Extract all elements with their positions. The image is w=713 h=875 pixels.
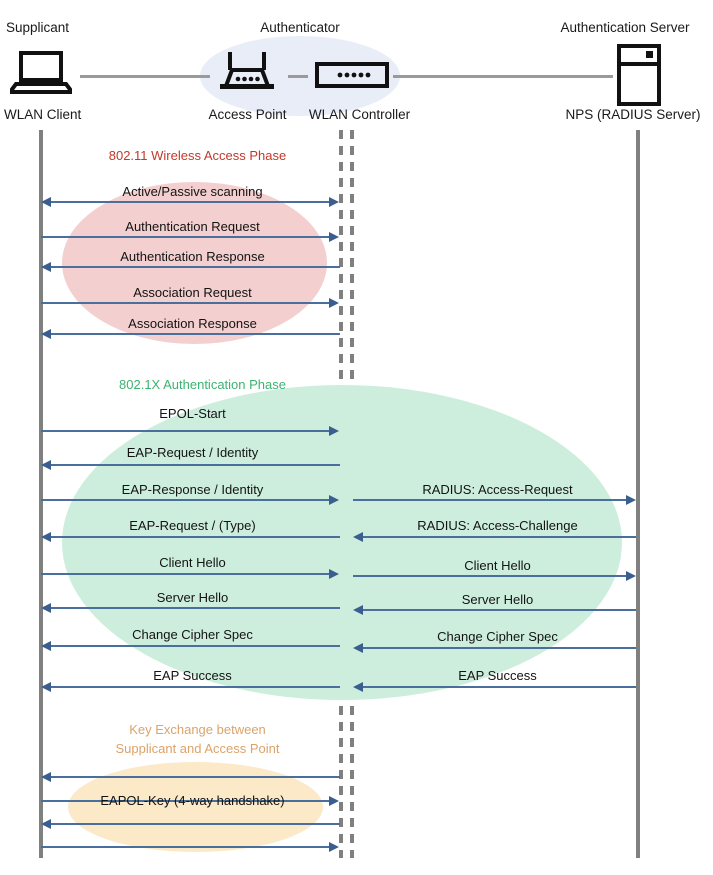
arrowhead-left-radius-access-challenge [353, 532, 363, 542]
message-line-client-hello-right [353, 575, 627, 577]
message-line-authentication-response [48, 266, 340, 268]
laptop-icon [10, 51, 72, 94]
message-line-eap-success-left [48, 686, 340, 688]
message-label-eap-request-type: EAP-Request / (Type) [129, 518, 256, 533]
message-label-radius-access-request: RADIUS: Access-Request [422, 482, 573, 497]
wire-client-to-ap [80, 75, 210, 78]
message-label-association-request: Association Request [133, 285, 252, 300]
arrowhead-right-authentication-request [329, 232, 339, 242]
arrowhead-right-key-exchange-4 [329, 842, 339, 852]
message-label-active-passive-scanning: Active/Passive scanning [122, 184, 263, 199]
message-label-eap-success-right: EAP Success [458, 668, 537, 683]
node-label-wlan-controller: WLAN Controller [308, 107, 411, 122]
message-line-key-exchange-1 [48, 776, 340, 778]
message-line-change-cipher-spec-right [360, 647, 636, 649]
role-title-authenticator: Authenticator [260, 20, 340, 35]
phase-title-key-exchange-line1: Key Exchange between [129, 722, 266, 737]
message-line-server-hello-left [48, 607, 340, 609]
arrowhead-right-key-exchange-2 [329, 796, 339, 806]
message-line-server-hello-right [360, 609, 636, 611]
message-line-key-exchange-2 [41, 800, 336, 802]
message-line-key-exchange-4 [41, 846, 336, 848]
lifeline-supplicant [39, 130, 43, 858]
arrowhead-left-key-exchange-1 [41, 772, 51, 782]
arrowhead-right-association-request [329, 298, 339, 308]
phase-title-key-exchange-line2: Supplicant and Access Point [115, 741, 280, 756]
lifeline-authentication-server [636, 130, 640, 858]
arrowhead-left-authentication-response [41, 262, 51, 272]
message-label-client-hello-left: Client Hello [159, 555, 226, 570]
role-title-authentication-server: Authentication Server [560, 20, 690, 35]
message-line-client-hello-left [41, 573, 336, 575]
message-line-epol-start [41, 430, 336, 432]
message-label-eapol-key-4way-handshake: EAPOL-Key (4-way handshake) [100, 793, 285, 808]
arrowhead-left-eap-success-right [353, 682, 363, 692]
arrowhead-left-active-passive-scanning [41, 197, 51, 207]
arrowhead-right-radius-access-request [626, 495, 636, 505]
node-label-access-point: Access Point [208, 107, 287, 122]
message-label-radius-access-challenge: RADIUS: Access-Challenge [417, 518, 578, 533]
arrowhead-left-key-exchange-3 [41, 819, 51, 829]
message-label-client-hello-right: Client Hello [464, 558, 531, 573]
message-label-epol-start: EPOL-Start [159, 406, 226, 421]
message-label-eap-success-left: EAP Success [153, 668, 232, 683]
arrowhead-left-change-cipher-spec-right [353, 643, 363, 653]
message-line-eap-request-type [48, 536, 340, 538]
message-line-eap-success-right [360, 686, 636, 688]
phase-blob-dot1x-authentication [62, 385, 622, 700]
arrowhead-right-client-hello-right [626, 571, 636, 581]
message-label-authentication-response: Authentication Response [120, 249, 265, 264]
message-line-key-exchange-3 [48, 823, 340, 825]
phase-blob-wireless-access [62, 182, 327, 344]
message-label-eap-request-identity: EAP-Request / Identity [126, 445, 259, 460]
message-label-association-response: Association Response [128, 316, 257, 331]
message-line-radius-access-challenge [360, 536, 636, 538]
arrowhead-left-association-response [41, 329, 51, 339]
message-label-authentication-request: Authentication Request [125, 219, 260, 234]
message-line-eap-request-identity [48, 464, 340, 466]
arrowhead-right-eap-response-identity [329, 495, 339, 505]
message-line-eap-response-identity [41, 499, 336, 501]
message-line-radius-access-request [353, 499, 627, 501]
arrowhead-right-client-hello-left [329, 569, 339, 579]
node-label-wlan-client: WLAN Client [4, 107, 82, 122]
message-line-association-response [48, 333, 340, 335]
arrowhead-right-active-passive-scanning [329, 197, 339, 207]
role-title-supplicant: Supplicant [6, 20, 70, 35]
arrowhead-left-eap-request-type [41, 532, 51, 542]
message-line-active-passive-scanning [48, 201, 336, 203]
message-line-authentication-request [41, 236, 336, 238]
arrowhead-left-change-cipher-spec-left [41, 641, 51, 651]
message-label-change-cipher-spec-right: Change Cipher Spec [437, 629, 558, 644]
server-icon [617, 44, 661, 106]
node-label-nps-radius-server: NPS (RADIUS Server) [565, 107, 701, 122]
phase-title-dot1x-authentication: 802.1X Authentication Phase [119, 377, 286, 392]
access-point-icon [220, 52, 274, 89]
wire-ap-to-controller [288, 75, 308, 78]
message-label-server-hello-left: Server Hello [156, 590, 229, 605]
arrowhead-left-server-hello-left [41, 603, 51, 613]
arrowhead-left-eap-success-left [41, 682, 51, 692]
message-line-change-cipher-spec-left [48, 645, 340, 647]
wlan-controller-icon [315, 62, 389, 88]
wire-controller-to-server [393, 75, 613, 78]
phase-title-wireless-access: 802.11 Wireless Access Phase [108, 148, 287, 163]
arrowhead-left-server-hello-right [353, 605, 363, 615]
message-label-eap-response-identity: EAP-Response / Identity [121, 482, 264, 497]
arrowhead-left-eap-request-identity [41, 460, 51, 470]
message-line-association-request [41, 302, 336, 304]
arrowhead-right-epol-start [329, 426, 339, 436]
message-label-server-hello-right: Server Hello [461, 592, 534, 607]
message-label-change-cipher-spec-left: Change Cipher Spec [132, 627, 253, 642]
